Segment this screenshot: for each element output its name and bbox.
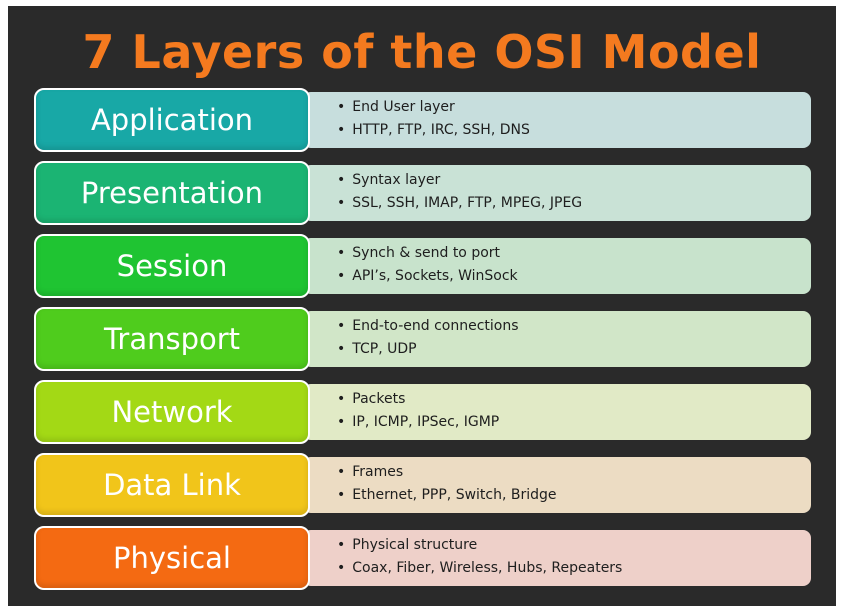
- description-bullet: End User layer: [337, 96, 811, 119]
- layer-row-transport: End-to-end connections TCP, UDP Transpor…: [8, 305, 836, 375]
- osi-slide: 7 Layers of the OSI Model End User layer…: [8, 6, 836, 606]
- layer-label-physical: Physical: [34, 526, 310, 590]
- slide-title: 7 Layers of the OSI Model: [82, 25, 762, 79]
- layer-description-presentation: Syntax layer SSL, SSH, IMAP, FTP, MPEG, …: [303, 165, 811, 221]
- layer-row-session: Synch & send to port API’s, Sockets, Win…: [8, 232, 836, 302]
- layer-description-network: Packets IP, ICMP, IPSec, IGMP: [303, 384, 811, 440]
- description-bullet: Syntax layer: [337, 169, 811, 192]
- description-bullet: IP, ICMP, IPSec, IGMP: [337, 411, 811, 434]
- layer-label-transport: Transport: [34, 307, 310, 371]
- description-bullet: Packets: [337, 388, 811, 411]
- layer-description-transport: End-to-end connections TCP, UDP: [303, 311, 811, 367]
- layer-row-network: Packets IP, ICMP, IPSec, IGMP Network: [8, 378, 836, 448]
- description-bullet: Physical structure: [337, 534, 811, 557]
- layer-row-data-link: Frames Ethernet, PPP, Switch, Bridge Dat…: [8, 451, 836, 521]
- layer-label-data-link: Data Link: [34, 453, 310, 517]
- layer-row-presentation: Syntax layer SSL, SSH, IMAP, FTP, MPEG, …: [8, 159, 836, 229]
- description-bullet: HTTP, FTP, IRC, SSH, DNS: [337, 119, 811, 142]
- description-bullet: SSL, SSH, IMAP, FTP, MPEG, JPEG: [337, 192, 811, 215]
- description-bullet: TCP, UDP: [337, 338, 811, 361]
- layer-row-physical: Physical structure Coax, Fiber, Wireless…: [8, 524, 836, 594]
- layer-label-session: Session: [34, 234, 310, 298]
- description-bullet: Coax, Fiber, Wireless, Hubs, Repeaters: [337, 557, 811, 580]
- layer-label-network: Network: [34, 380, 310, 444]
- description-bullet: Synch & send to port: [337, 242, 811, 265]
- layer-description-physical: Physical structure Coax, Fiber, Wireless…: [303, 530, 811, 586]
- description-bullet: API’s, Sockets, WinSock: [337, 265, 811, 288]
- description-bullet: End-to-end connections: [337, 315, 811, 338]
- layer-label-application: Application: [34, 88, 310, 152]
- layer-label-presentation: Presentation: [34, 161, 310, 225]
- layer-description-application: End User layer HTTP, FTP, IRC, SSH, DNS: [303, 92, 811, 148]
- description-bullet: Ethernet, PPP, Switch, Bridge: [337, 484, 811, 507]
- description-bullet: Frames: [337, 461, 811, 484]
- layer-description-data-link: Frames Ethernet, PPP, Switch, Bridge: [303, 457, 811, 513]
- layer-row-application: End User layer HTTP, FTP, IRC, SSH, DNS …: [8, 86, 836, 156]
- layer-description-session: Synch & send to port API’s, Sockets, Win…: [303, 238, 811, 294]
